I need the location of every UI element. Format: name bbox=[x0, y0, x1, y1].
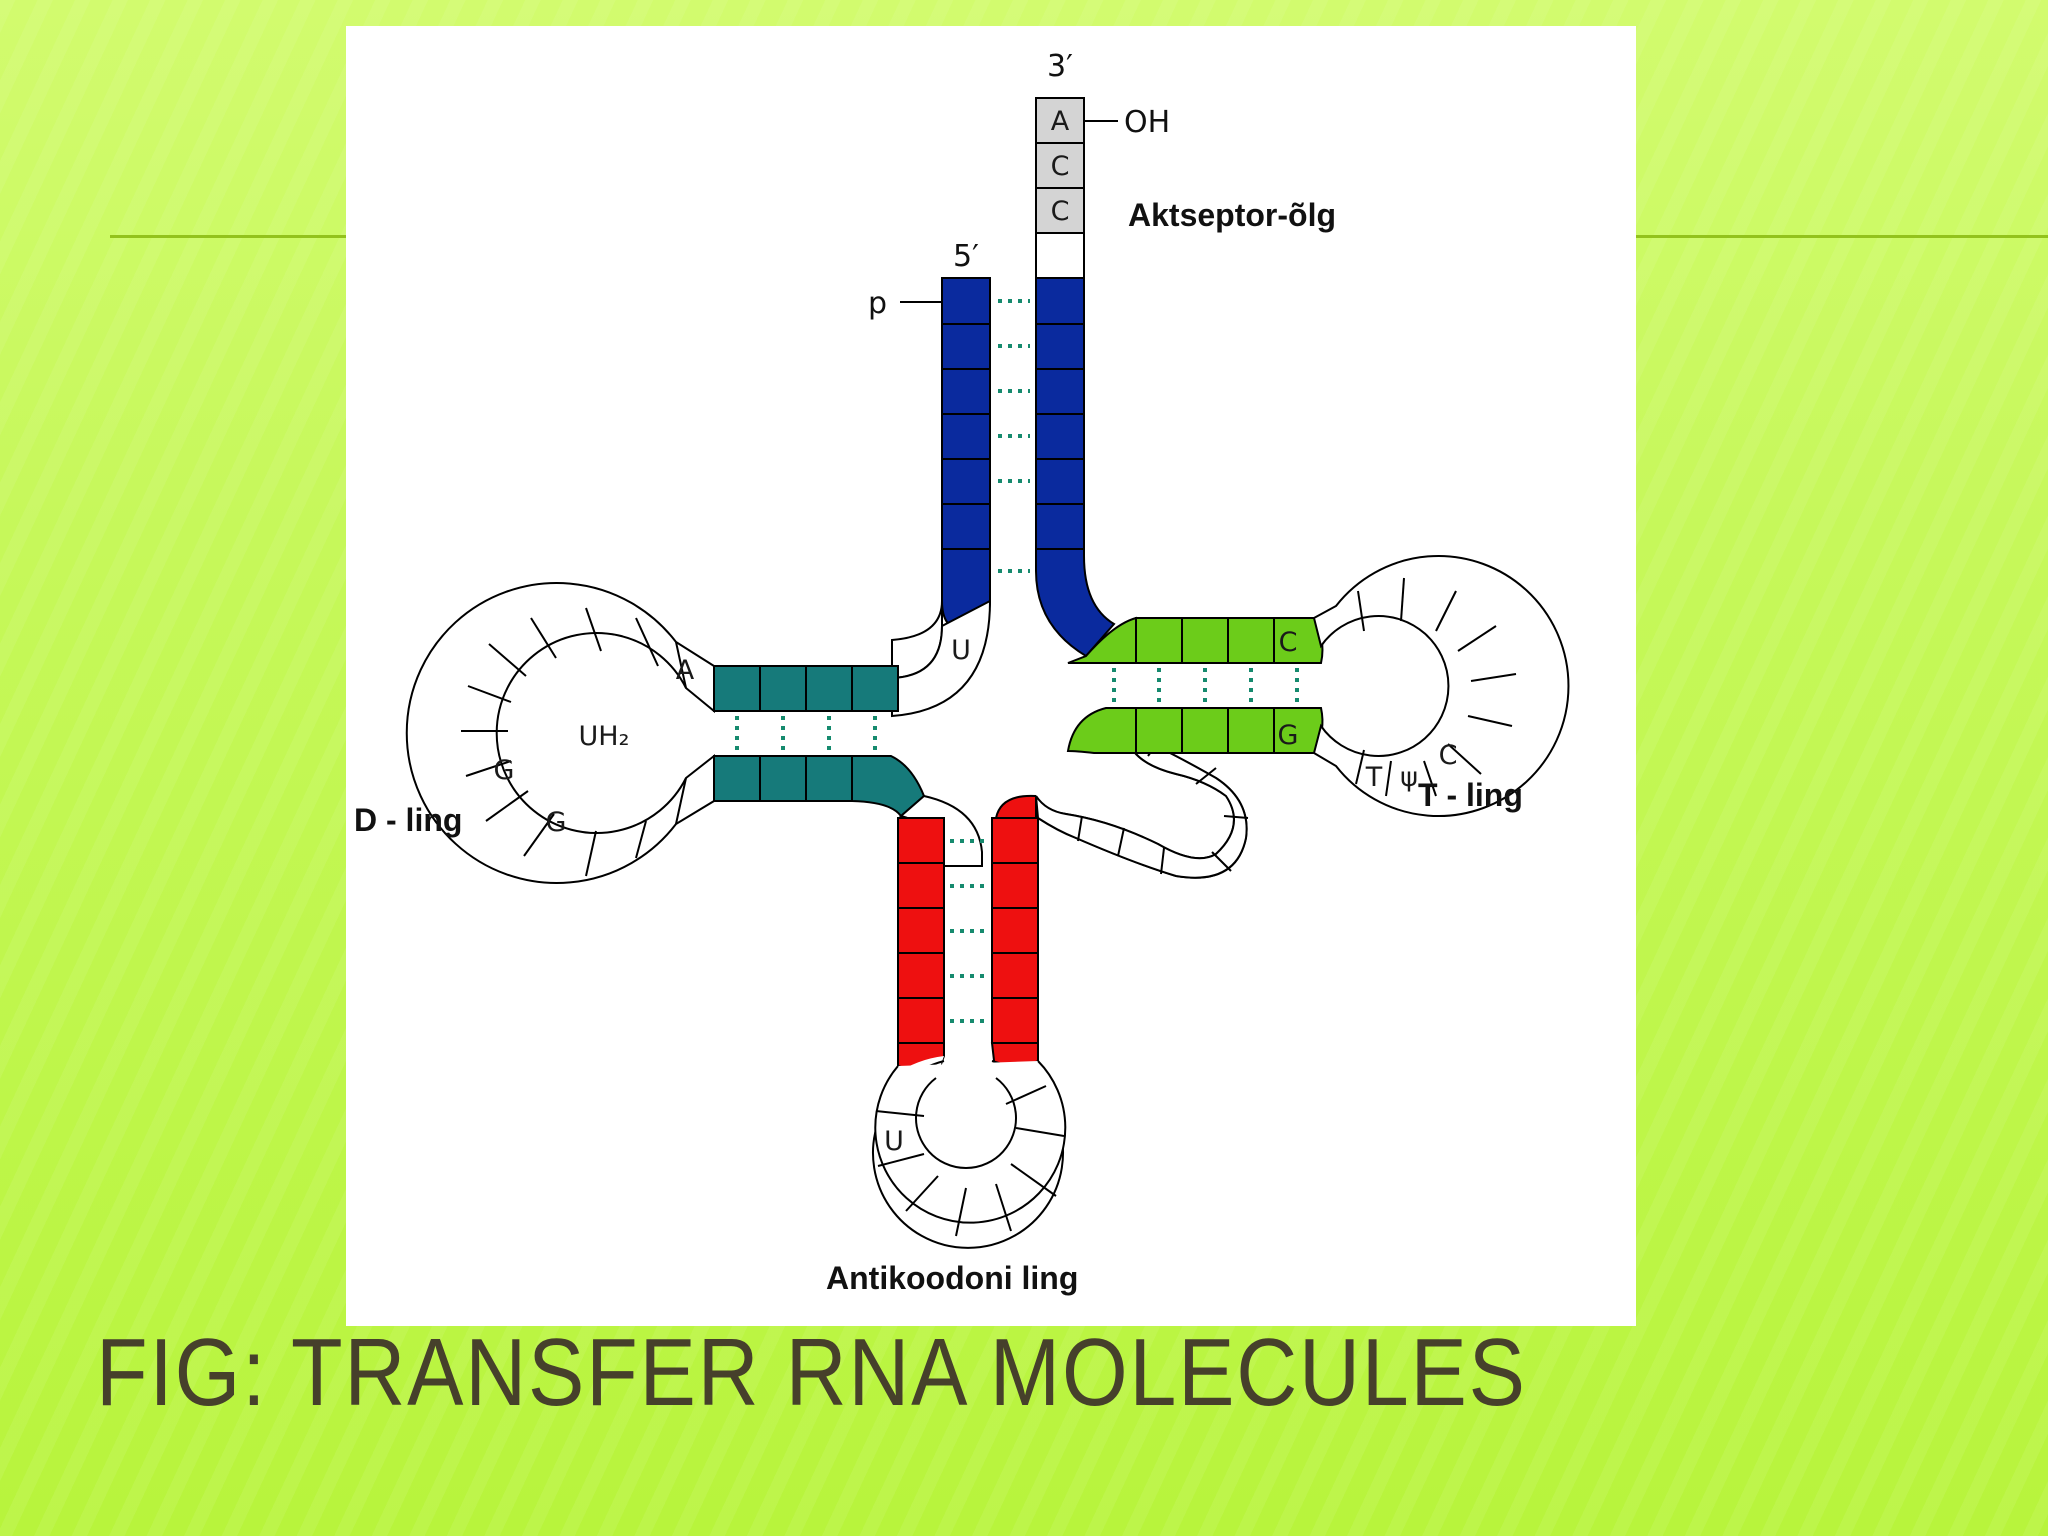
nucleotide-c: C bbox=[1439, 740, 1458, 771]
nucleotide-g: G bbox=[1278, 720, 1299, 751]
phosphate-label: p bbox=[868, 286, 887, 321]
nucleotide-g: G bbox=[546, 807, 567, 838]
nucleotide-c: C bbox=[1051, 151, 1070, 182]
nucleotide-c: C bbox=[1051, 196, 1070, 227]
d-stem-upper bbox=[713, 665, 899, 712]
nucleotide-u: U bbox=[951, 635, 971, 666]
nucleotide-u: U bbox=[884, 1126, 904, 1157]
decorative-rule-right bbox=[1636, 235, 2048, 238]
anticodon-loop: U bbox=[846, 1056, 1067, 1276]
t-hydrogen-bonds bbox=[1112, 668, 1299, 704]
trna-diagram: A C C OH 3′ 5′ p Aktseptor-õlg U bbox=[354, 49, 1570, 1296]
nucleotide-psi: ψ bbox=[1400, 762, 1418, 793]
five-prime-label: 5′ bbox=[953, 239, 979, 274]
d-stem-lower bbox=[713, 755, 926, 818]
nucleotide-t: T bbox=[1365, 762, 1383, 793]
nucleotide-a: A bbox=[1051, 106, 1070, 137]
decorative-rule-left bbox=[110, 235, 350, 238]
d-hydrogen-bonds bbox=[735, 716, 877, 752]
nucleotide-a: A bbox=[676, 655, 695, 686]
three-prime-label: 3′ bbox=[1047, 49, 1073, 84]
junction-u: U bbox=[891, 599, 992, 718]
t-loop-label: T - ling bbox=[1418, 777, 1523, 813]
anticodon-hydrogen-bonds bbox=[950, 839, 986, 1023]
t-stem-lower: G bbox=[1066, 707, 1324, 754]
slide-title: FIG: TRANSFER RNA MOLECULES bbox=[96, 1319, 1527, 1426]
d-loop-label: D - ling bbox=[354, 802, 462, 838]
d-loop: A G G UH₂ bbox=[405, 582, 715, 884]
cca-tail: A C C OH bbox=[1035, 97, 1170, 279]
diagram-panel: A C C OH 3′ 5′ p Aktseptor-õlg U bbox=[346, 26, 1636, 1326]
acceptor-stem-5-prime-strand bbox=[941, 277, 991, 632]
anticodon-loop-label: Antikoodoni ling bbox=[826, 1260, 1078, 1296]
nucleotide-g: G bbox=[494, 755, 515, 786]
dihydrouridine-label: UH₂ bbox=[579, 721, 630, 752]
anticodon-stem-left bbox=[897, 817, 945, 1080]
hydroxyl-label: OH bbox=[1124, 105, 1170, 140]
t-loop: T ψ C bbox=[1312, 555, 1570, 817]
acceptor-arm-label: Aktseptor-õlg bbox=[1128, 197, 1336, 233]
nucleotide-c: C bbox=[1279, 627, 1298, 658]
acceptor-stem-3-prime-strand bbox=[1035, 277, 1116, 658]
acceptor-hydrogen-bonds bbox=[998, 299, 1030, 573]
t-stem-upper: C bbox=[1067, 616, 1324, 664]
anticodon-stem-right bbox=[990, 794, 1039, 1080]
